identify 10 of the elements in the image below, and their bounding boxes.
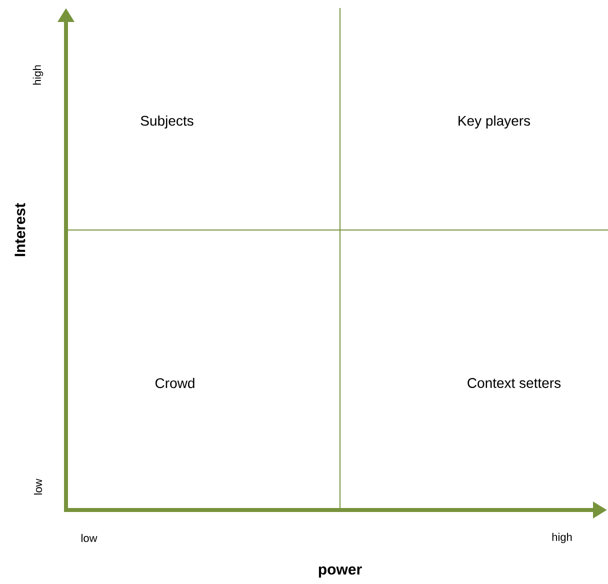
quadrant-label: Subjects xyxy=(140,115,194,129)
axis-title: power xyxy=(318,566,362,578)
quadrant-label: Key players xyxy=(458,115,530,129)
axis-title: Interest xyxy=(14,203,26,256)
quadrant-label: Context setters xyxy=(468,378,561,388)
tick-label: high xyxy=(32,65,44,85)
tick-label: low xyxy=(81,534,98,542)
tick-label: low xyxy=(34,478,42,495)
tick-label: high xyxy=(552,532,572,544)
quadrant-label: Crowd xyxy=(155,378,194,388)
